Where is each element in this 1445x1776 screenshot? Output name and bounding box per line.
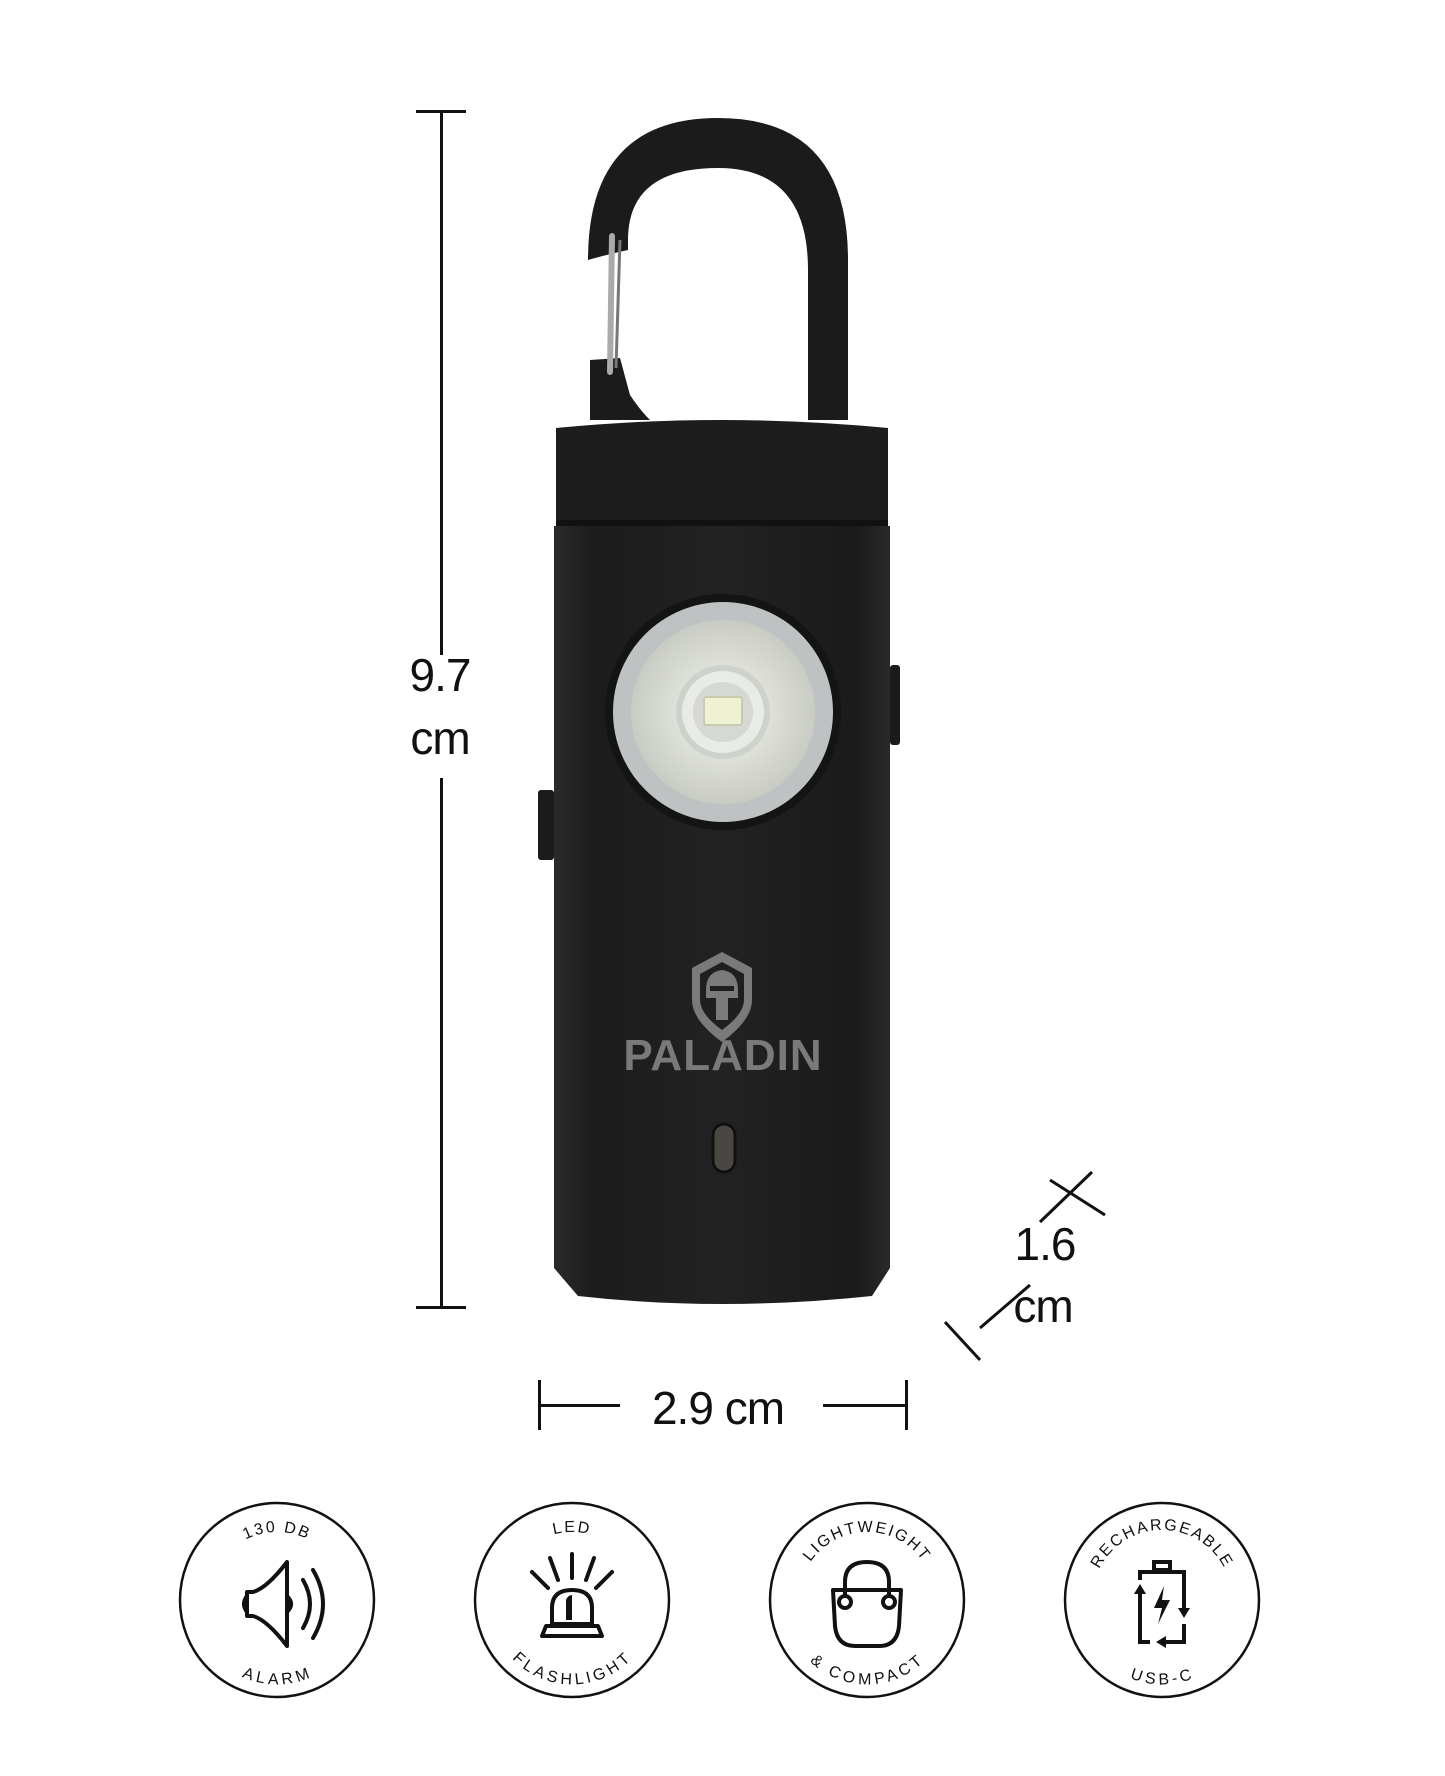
feature-badge-flashlight: LED FLASHLIGHT: [472, 1500, 672, 1700]
depth-dimension-marks: [943, 1170, 1106, 1362]
width-label: 2.9 cm: [651, 1382, 785, 1434]
svg-text:FLASHLIGHT: FLASHLIGHT: [509, 1649, 635, 1689]
feature-top-label: 130 DB: [240, 1519, 311, 1543]
svg-text:ALARM: ALARM: [240, 1665, 313, 1689]
feature-badge-rechargeable: RECHARGEABLE USB-C: [1062, 1500, 1262, 1700]
feature-top-label: LED: [551, 1519, 591, 1538]
paladin-logo: [692, 952, 752, 1042]
led-indicator: [711, 1122, 737, 1174]
feature-badge-alarm: 130 DB ALARM: [177, 1500, 377, 1700]
feature-badge-lightweight: LIGHTWEIGHT & COMPACT: [767, 1500, 967, 1700]
svg-text:USB-C: USB-C: [1128, 1666, 1195, 1689]
top-cap: [556, 420, 888, 522]
svg-text:130 DB: 130 DB: [240, 1519, 313, 1543]
feature-bottom-label: & COMPACT: [807, 1651, 925, 1688]
svg-text:LIGHTWEIGHT: LIGHTWEIGHT: [800, 1519, 934, 1565]
svg-text:LED: LED: [551, 1519, 593, 1538]
width-dimension-line: [538, 1380, 908, 1430]
carabiner-clip: [588, 118, 848, 420]
flashlight-lens: [605, 594, 841, 830]
feature-bottom-label: FLASHLIGHT: [509, 1649, 633, 1689]
depth-unit: cm: [1013, 1280, 1073, 1332]
beacon-light-icon: [530, 1552, 614, 1638]
bag-icon: [831, 1560, 903, 1648]
height-dimension-line: [416, 110, 466, 1310]
height-value: 9.7: [409, 649, 472, 701]
svg-text:& COMPACT: & COMPACT: [807, 1651, 927, 1688]
feature-top-label: LIGHTWEIGHT: [800, 1519, 932, 1565]
depth-value: 1.6: [1014, 1218, 1077, 1270]
feature-bottom-label: ALARM: [240, 1665, 311, 1689]
battery-charge-icon: [1138, 1560, 1186, 1644]
feature-bottom-label: USB-C: [1128, 1666, 1193, 1689]
brand-wordmark: PALADIN: [623, 1031, 822, 1080]
speaker-icon: [242, 1560, 325, 1648]
product-image: PALADIN: [538, 118, 900, 1304]
height-unit: cm: [410, 712, 470, 764]
